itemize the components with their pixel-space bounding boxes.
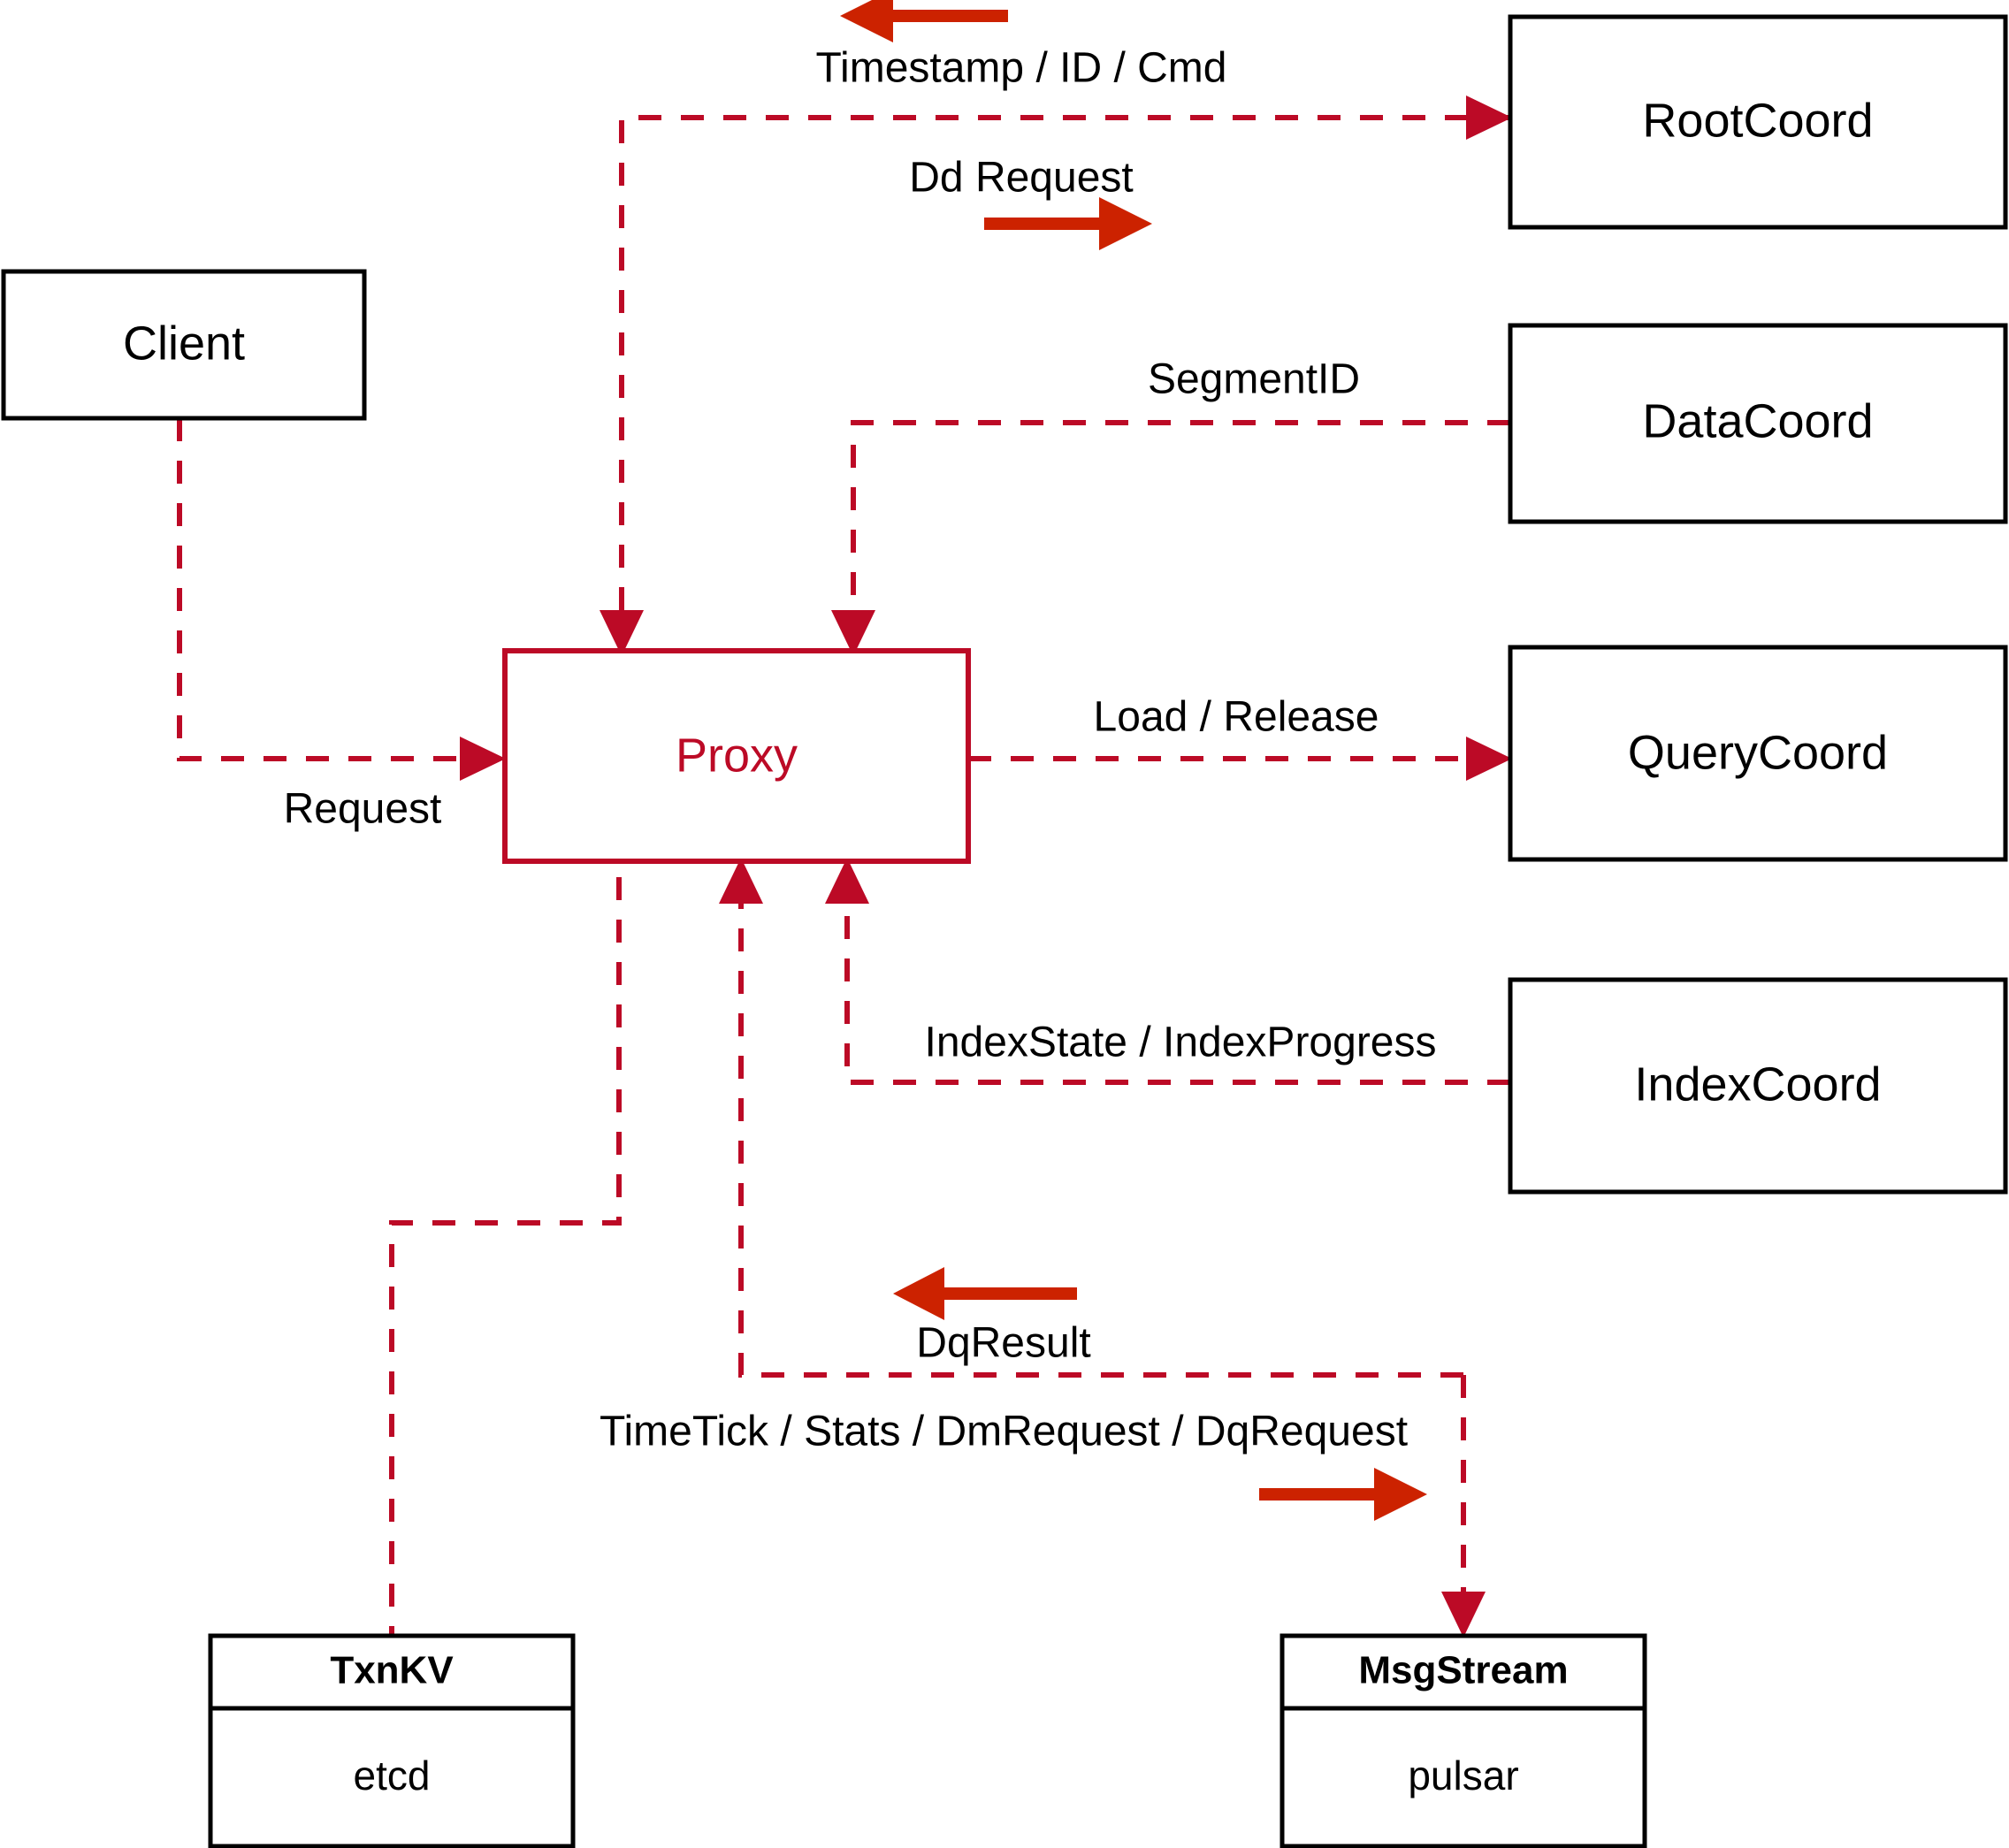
edge-path-index-state-progress	[844, 877, 1510, 1085]
arrow-head-load-release	[1466, 737, 1512, 781]
edge-path-timestamp-id-cmd	[619, 115, 1510, 637]
arrow-head-dq-result	[719, 858, 763, 904]
node-msgstream[interactable]	[1279, 1633, 1647, 1848]
node-client[interactable]	[1, 269, 367, 421]
arrow-head-timestamp-id-cmd	[600, 610, 644, 656]
edge-label-segment-id: SegmentID	[1148, 356, 1360, 403]
arrow-head-request	[460, 737, 506, 781]
arrow-head-timetick-stats	[1441, 1592, 1486, 1638]
node-index-coord-label: IndexCoord	[1634, 1058, 1881, 1111]
node-index-coord[interactable]	[1508, 977, 2008, 1195]
node-msgstream-impl: pulsar	[1408, 1753, 1518, 1798]
node-client-label: Client	[123, 317, 245, 370]
legend-arrow-head-timetick-stats	[1374, 1468, 1427, 1521]
legend-arrow-head-dq-result	[893, 1267, 944, 1320]
node-proxy[interactable]	[502, 648, 971, 864]
node-txnkv[interactable]	[208, 1633, 576, 1848]
node-txnkv-title: TxnKV	[330, 1649, 454, 1692]
node-msgstream-title: MsgStream	[1358, 1649, 1568, 1692]
edge-path-txnkv	[389, 877, 622, 1636]
edge-path-segment-id	[851, 420, 1510, 637]
node-root-coord[interactable]	[1508, 14, 2008, 230]
edge-path-dq-result	[738, 877, 1463, 1378]
edge-path-request	[177, 418, 493, 761]
arrow-head-segment-id	[831, 610, 875, 656]
node-query-coord-label: QueryCoord	[1628, 726, 1888, 779]
legend-arrow-head-dd-request	[1099, 197, 1152, 250]
node-query-coord[interactable]	[1508, 645, 2008, 862]
edge-label-dq-result: DqResult	[916, 1320, 1090, 1367]
node-data-coord-label: DataCoord	[1642, 394, 1873, 447]
edge-label-index-state-progress: IndexState / IndexProgress	[925, 1019, 1437, 1066]
node-root-coord-label: RootCoord	[1642, 94, 1873, 147]
edge-label-timetick-stats: TimeTick / Stats / DmRequest / DqRequest	[600, 1409, 1408, 1455]
node-proxy-label: Proxy	[676, 729, 798, 782]
edge-label-dd-request: Dd Request	[909, 155, 1133, 202]
edge-label-timestamp-id-cmd: Timestamp / ID / Cmd	[816, 45, 1227, 92]
node-data-coord[interactable]	[1508, 323, 2008, 524]
node-txnkv-impl: etcd	[354, 1753, 431, 1798]
legend-arrow-head-timestamp-id-cmd	[840, 0, 893, 42]
edge-label-request: Request	[284, 786, 442, 833]
edge-label-load-release: Load / Release	[1094, 694, 1379, 741]
arrow-head-dd-request	[1466, 95, 1512, 140]
arrow-head-index-state-progress	[825, 858, 869, 904]
